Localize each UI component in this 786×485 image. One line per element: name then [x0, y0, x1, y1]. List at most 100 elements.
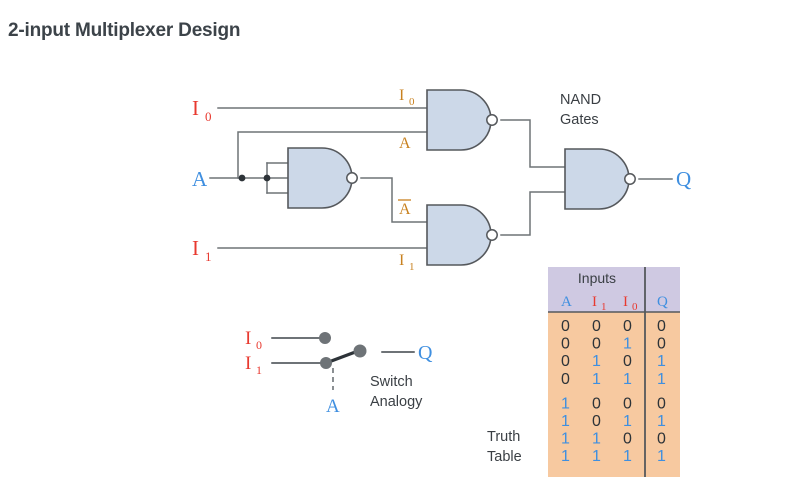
table-row: 1 1 1 1 — [561, 448, 666, 465]
input-label-i0: I 0 — [192, 96, 212, 124]
wire-bottomgate-to-output-gate — [500, 191, 566, 236]
truth-table-group-header: Inputs — [578, 270, 616, 286]
pin-label-i1-sub: 1 — [409, 261, 415, 273]
truth-table-col-header-i0-sub: 0 — [632, 301, 638, 313]
table-cell-q: 0 — [657, 318, 666, 335]
truth-table-col-header-i1-text: I — [592, 294, 597, 310]
nand-caption-line2: Gates — [560, 112, 599, 128]
pin-label-abar-text: A — [399, 201, 411, 218]
nand-caption-line1: NAND — [560, 92, 601, 108]
table-cell-i0: 1 — [623, 336, 632, 353]
table-cell-i1: 1 — [592, 371, 601, 388]
nand-gate-bottom[interactable] — [426, 204, 492, 266]
pin-label-i0-text: I — [399, 87, 404, 104]
table-cell-q: 1 — [657, 371, 666, 388]
table-cell-a: 0 — [561, 353, 570, 370]
page-title: 2-input Multiplexer Design — [8, 20, 241, 41]
input-label-i0-sub: 0 — [205, 109, 212, 124]
table-cell-i1: 1 — [592, 448, 601, 465]
table-cell-i0: 1 — [623, 448, 632, 465]
switch-caption-line2: Analogy — [370, 394, 423, 410]
table-cell-a: 0 — [561, 336, 570, 353]
switch-analogy[interactable]: I 0 I 1 Q A Switch Analogy — [245, 328, 433, 417]
nand-gate-inverter[interactable] — [287, 147, 353, 209]
table-cell-a: 1 — [561, 395, 570, 412]
table-cell-a: 1 — [561, 448, 570, 465]
truth-table-caption-line2: Table — [487, 449, 522, 465]
top-gate-bubble-icon — [486, 114, 498, 126]
truth-table-caption-line1: Truth — [487, 429, 520, 445]
truth-table-col-header-i0: I 0 — [623, 294, 638, 313]
inverter-bubble-icon — [346, 172, 358, 184]
switch-i0-text: I — [245, 328, 251, 349]
nand-gate-output[interactable] — [564, 148, 630, 210]
input-label-i0-text: I — [192, 96, 199, 120]
table-cell-i0: 0 — [623, 318, 632, 335]
table-cell-q: 1 — [657, 353, 666, 370]
switch-i1-sub: 1 — [256, 363, 262, 377]
table-cell-i0: 0 — [623, 353, 632, 370]
input-label-i1-text: I — [192, 236, 199, 260]
switch-output-q: Q — [418, 342, 433, 364]
table-cell-i0: 1 — [623, 371, 632, 388]
truth-table-body-bg — [548, 312, 680, 477]
truth-table-col-header-i1: I 1 — [592, 294, 607, 313]
table-cell-a: 0 — [561, 318, 570, 335]
pin-label-i0: I 0 — [399, 87, 415, 108]
truth-table-col-header-q: Q — [657, 294, 668, 310]
table-cell-q: 0 — [657, 431, 666, 448]
switch-terminal-i1[interactable] — [320, 357, 332, 369]
switch-caption-line1: Switch — [370, 374, 413, 390]
switch-common-node[interactable] — [353, 344, 367, 358]
pin-label-abar: A — [398, 199, 411, 218]
output-label-q: Q — [676, 167, 691, 191]
table-cell-q: 0 — [657, 336, 666, 353]
switch-i1-text: I — [245, 353, 251, 374]
switch-control-label-a: A — [326, 396, 340, 417]
pin-label-i0-sub: 0 — [409, 96, 415, 108]
switch-input-i1-label: I 1 — [245, 353, 262, 377]
table-cell-a: 1 — [561, 413, 570, 430]
switch-terminal-i0[interactable] — [319, 332, 331, 344]
truth-table-col-header-i0-text: I — [623, 294, 628, 310]
table-cell-i1: 0 — [592, 413, 601, 430]
table-cell-i1: 1 — [592, 353, 601, 370]
table-cell-i1: 0 — [592, 336, 601, 353]
truth-table-col-header-a: A — [561, 294, 572, 310]
table-cell-a: 1 — [561, 431, 570, 448]
table-row: 0 1 1 1 — [561, 371, 666, 388]
pin-label-a: A — [399, 135, 411, 152]
junction-dot-a-1 — [238, 174, 246, 182]
table-cell-i0: 0 — [623, 395, 632, 412]
truth-table-header-bg — [548, 267, 680, 312]
table-cell-q: 1 — [657, 448, 666, 465]
table-row: 0 1 0 1 — [561, 353, 666, 370]
input-label-a: A — [192, 167, 208, 191]
pin-label-i1: I 1 — [399, 252, 415, 273]
input-label-i1: I 1 — [192, 236, 212, 264]
wire-abar-to-bottom-gate — [360, 177, 428, 223]
truth-table-col-header-i1-sub: 1 — [601, 301, 607, 313]
wire-topgate-to-output-gate — [500, 119, 566, 168]
output-gate-bubble-icon — [624, 173, 636, 185]
wire-a-to-top-gate — [237, 131, 428, 179]
table-cell-i0: 0 — [623, 431, 632, 448]
bottom-gate-bubble-icon — [486, 229, 498, 241]
input-label-i1-sub: 1 — [205, 249, 212, 264]
switch-i0-sub: 0 — [256, 338, 262, 352]
circuit-wires — [209, 107, 673, 249]
table-cell-i0: 1 — [623, 413, 632, 430]
table-cell-i1: 0 — [592, 395, 601, 412]
switch-input-i0-label: I 0 — [245, 328, 262, 352]
nand-gate-top[interactable] — [426, 89, 492, 151]
table-cell-a: 0 — [561, 371, 570, 388]
pin-label-i1-text: I — [399, 252, 404, 269]
